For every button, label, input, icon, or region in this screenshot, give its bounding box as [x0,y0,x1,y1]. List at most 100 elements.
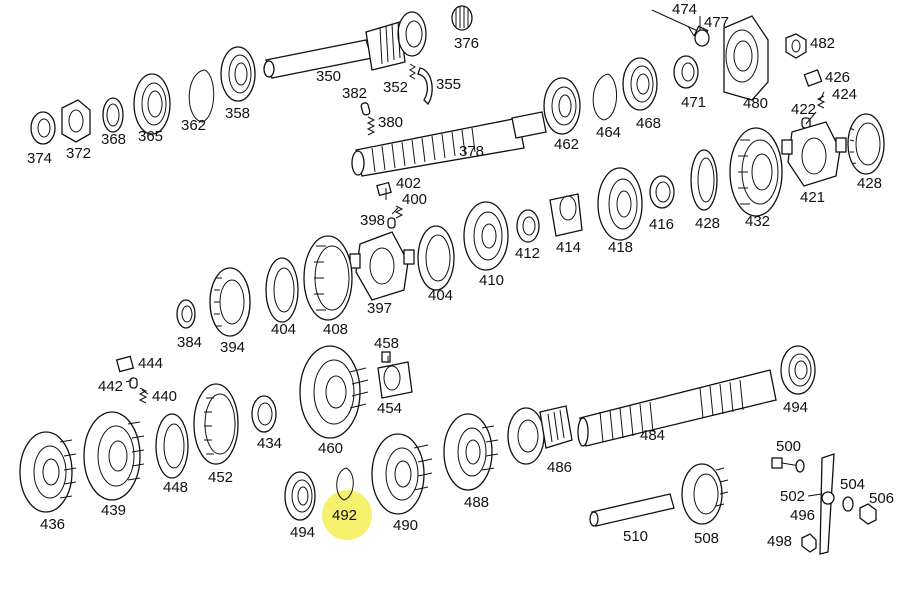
label-380: 380 [378,114,403,131]
part-444 [115,355,135,373]
part-454 [377,361,413,399]
label-408: 408 [323,321,348,338]
label-460: 460 [318,440,343,457]
part-416 [649,175,675,209]
part-442 [129,377,138,389]
label-378: 378 [459,143,484,160]
part-508 [681,463,729,525]
part-484 [577,369,777,447]
label-400: 400 [402,191,427,208]
part-482 [785,33,807,59]
label-452: 452 [208,469,233,486]
label-488: 488 [464,494,489,511]
part-496 [819,453,835,555]
part-506 [859,503,877,525]
part-471 [673,55,699,89]
part-436 [19,431,77,513]
part-440 [138,387,148,404]
label-428-a: 428 [857,175,882,192]
part-384 [176,299,196,329]
leader-lines [125,16,825,497]
label-394: 394 [220,339,245,356]
label-352: 352 [383,79,408,96]
part-412 [516,209,540,243]
part-462 [543,77,581,135]
label-484: 484 [640,427,665,444]
label-382: 382 [342,85,367,102]
label-442: 442 [98,378,123,395]
part-477 [694,29,710,47]
part-432 [729,127,783,217]
part-492 [322,467,372,540]
label-418: 418 [608,239,633,256]
part-468 [622,57,658,111]
label-471: 471 [681,94,706,111]
label-398: 398 [360,212,385,229]
part-382 [360,102,371,116]
part-376 [451,5,473,31]
part-439 [83,411,145,501]
part-398 [387,217,396,229]
label-477: 477 [704,14,729,31]
part-378 [351,111,547,177]
label-424: 424 [832,86,857,103]
part-434 [251,395,277,433]
part-452 [193,383,239,465]
part-488 [443,413,499,491]
label-404-b: 404 [271,321,296,338]
part-414 [549,193,583,237]
label-448: 448 [163,479,188,496]
label-358: 358 [225,105,250,122]
part-486 [507,405,573,465]
label-458: 458 [374,335,399,352]
part-490 [371,433,433,515]
part-504 [842,496,854,512]
label-384: 384 [177,334,202,351]
label-490: 490 [393,517,418,534]
label-421: 421 [800,189,825,206]
label-355: 355 [436,76,461,93]
part-365 [133,73,171,135]
part-498 [801,533,817,553]
label-362: 362 [181,117,206,134]
label-508: 508 [694,530,719,547]
part-397 [349,231,415,301]
label-496: 496 [790,507,815,524]
label-494-b: 494 [783,399,808,416]
part-480 [723,15,769,101]
label-422: 422 [791,101,816,118]
label-506: 506 [869,490,894,507]
label-492: 492 [332,507,357,524]
part-404-b [265,257,299,323]
label-368: 368 [101,131,126,148]
label-376: 376 [454,35,479,52]
part-426 [803,69,823,87]
part-502 [795,459,805,473]
label-480: 480 [743,95,768,112]
part-352 [409,63,416,80]
part-350 [263,11,427,79]
label-412: 412 [515,245,540,262]
label-482: 482 [810,35,835,52]
part-355 [417,67,433,106]
label-426: 426 [825,69,850,86]
part-428-a [847,113,885,175]
label-410: 410 [479,272,504,289]
highlight-marker [322,490,372,540]
part-464 [592,73,618,121]
part-380 [366,116,376,136]
part-372 [61,99,91,143]
part-400 [394,205,404,219]
label-494-a: 494 [290,524,315,541]
part-374 [30,111,56,145]
label-444: 444 [138,355,163,372]
part-408 [303,235,353,321]
part-362 [188,69,215,123]
part-428-b [690,149,718,211]
label-462: 462 [554,136,579,153]
label-372: 372 [66,145,91,162]
label-432: 432 [745,213,770,230]
label-474: 474 [672,1,697,18]
label-486: 486 [547,459,572,476]
